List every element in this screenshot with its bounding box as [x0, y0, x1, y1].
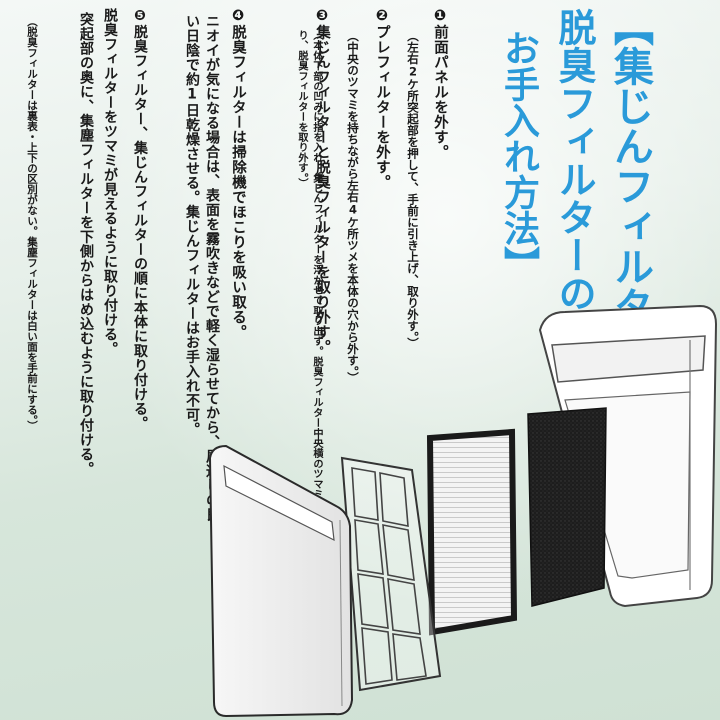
step-5-note: （脱臭フィルターは裏表・上下の区別がない。集塵フィルターは白い面を手前にする。） — [26, 16, 38, 431]
dust-collection-filter — [426, 428, 518, 636]
front-panel — [208, 444, 354, 718]
step-3: ❸集じんフィルターと脱臭フィルターを取り外す。 — [314, 8, 330, 355]
step-5-detail-1: 脱臭フィルターをツマミが見えるように取り付ける。 — [102, 8, 118, 356]
prefilter — [340, 456, 442, 692]
title-line-3: お手入れ方法】 — [498, 30, 539, 282]
step-4: ❹脱臭フィルターは掃除機でほこりを吸い取る。 — [230, 8, 246, 340]
step-1: ❶前面パネルを外す。 — [432, 8, 448, 160]
step-2: ❷プレフィルターを外す。 — [374, 8, 390, 190]
deodorizing-filter — [527, 407, 607, 607]
step-1-note: （左右2ケ所突起部を押して、手前に引き上げ、取り外す。） — [406, 30, 420, 349]
step-3-note: （本体下部の凹みに指を入れ、集じんフィルターを浮かせて取り出す。脱臭フィルター中… — [296, 30, 322, 540]
step-5-detail-2: 突起部の奥に、集塵フィルターを下側からはめ込むように取り付ける。 — [78, 12, 94, 476]
step-4-detail: ニオイが気になる場合は、表面を霧吹きなどで軽く湿らせてから、風通しの良い日陰で約… — [184, 14, 220, 522]
step-2-note: （中央のツマミを持ちながら左右4ケ所ツメを本体の穴から外す。） — [346, 30, 360, 384]
step-5: ❺脱臭フィルター、集じんフィルターの順に本体に取り付ける。 — [132, 8, 148, 431]
title-line-2: 脱臭フィルターの — [552, 8, 596, 312]
